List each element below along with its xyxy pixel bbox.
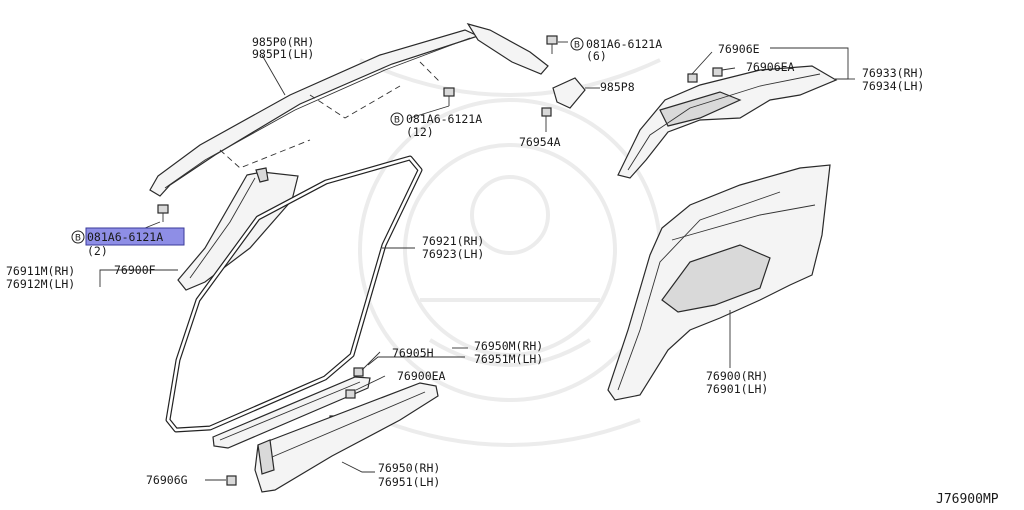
label-76912m[interactable]: 76912M(LH) bbox=[6, 277, 75, 291]
clip-76906g[interactable] bbox=[205, 475, 237, 486]
label-76900f[interactable]: 76900F bbox=[114, 263, 156, 277]
label-76950m[interactable]: 76950M(RH) bbox=[474, 339, 543, 353]
roof-rail-985p0[interactable] bbox=[149, 23, 549, 197]
label-76905h[interactable]: 76905H bbox=[392, 346, 434, 360]
bolt-symbol-mid: B bbox=[390, 112, 404, 126]
rear-side-trim-76900[interactable] bbox=[607, 164, 831, 401]
label-bolt-left[interactable]: 081A6-6121A bbox=[87, 230, 163, 244]
label-76951[interactable]: 76951(LH) bbox=[378, 475, 440, 489]
sill-finisher-76950[interactable] bbox=[254, 382, 439, 493]
label-76923[interactable]: 76923(LH) bbox=[422, 247, 484, 261]
label-76911m[interactable]: 76911M(RH) bbox=[6, 264, 75, 278]
label-76933[interactable]: 76933(RH) bbox=[862, 66, 924, 80]
label-76950[interactable]: 76950(RH) bbox=[378, 461, 440, 475]
label-bolt-mid-qty: (12) bbox=[406, 125, 434, 139]
svg-text:B: B bbox=[75, 234, 81, 244]
svg-text:B: B bbox=[574, 41, 580, 51]
label-985p8[interactable]: 985P8 bbox=[600, 80, 635, 94]
label-76934[interactable]: 76934(LH) bbox=[862, 79, 924, 93]
bolt-clip-top[interactable] bbox=[546, 35, 568, 54]
selected-part-highlight bbox=[85, 227, 185, 246]
svg-text:B: B bbox=[394, 116, 400, 126]
label-76901[interactable]: 76901(LH) bbox=[706, 382, 768, 396]
label-76906ea[interactable]: 76906EA bbox=[746, 60, 795, 74]
bolt-clip-mid[interactable] bbox=[409, 87, 455, 119]
bolt-symbol-top: B bbox=[570, 37, 584, 51]
label-76900ea[interactable]: 76900EA bbox=[397, 369, 446, 383]
label-76906e[interactable]: 76906E bbox=[718, 42, 760, 56]
quarter-upper-garnish-76933[interactable] bbox=[617, 47, 855, 179]
label-76951m[interactable]: 76951M(LH) bbox=[474, 352, 543, 366]
front-pillar-garnish-76911m[interactable] bbox=[99, 167, 299, 291]
label-bolt-mid[interactable]: 081A6-6121A bbox=[406, 112, 482, 126]
label-985p0[interactable]: 985P0(RH) bbox=[252, 35, 314, 49]
weatherstrip-76921[interactable] bbox=[165, 155, 423, 433]
clip-76906ea[interactable] bbox=[712, 67, 736, 77]
bolt-symbol-left: B bbox=[71, 230, 85, 244]
clip-76954a[interactable] bbox=[541, 107, 552, 132]
label-76906g[interactable]: 76906G bbox=[146, 473, 188, 487]
cover-985p8[interactable] bbox=[552, 77, 600, 109]
label-76900[interactable]: 76900(RH) bbox=[706, 369, 768, 383]
clip-76905h[interactable] bbox=[353, 351, 381, 377]
diagram-ref-code: J76900MP bbox=[936, 492, 999, 507]
label-985p1[interactable]: 985P1(LH) bbox=[252, 47, 314, 61]
label-76954a[interactable]: 76954A bbox=[519, 135, 561, 149]
kicking-plate-76950m[interactable] bbox=[212, 347, 468, 449]
label-76921[interactable]: 76921(RH) bbox=[422, 234, 484, 248]
label-bolt-top[interactable]: 081A6-6121A bbox=[586, 37, 662, 51]
label-bolt-left-qty: (2) bbox=[87, 244, 108, 258]
clip-76906e[interactable] bbox=[687, 51, 713, 83]
label-bolt-top-qty: (6) bbox=[586, 49, 607, 63]
